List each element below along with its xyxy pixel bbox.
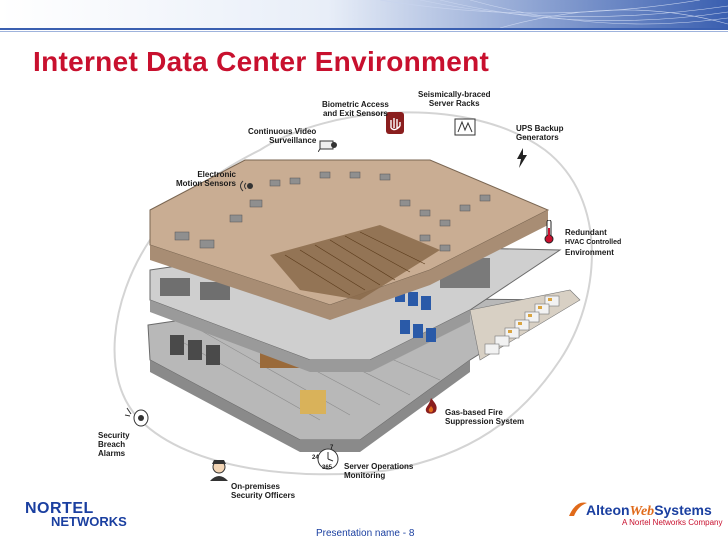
generator-row (469, 289, 581, 361)
label-server-monitoring: Server Operations Monitoring (344, 462, 414, 480)
fire-icon (425, 398, 437, 414)
handprint-icon (386, 112, 404, 134)
slide-title: Internet Data Center Environment (33, 46, 490, 77)
label-security-alarms: Security Breach Alarms (98, 431, 130, 458)
security-officer-icon (210, 460, 228, 481)
thermometer-icon (544, 220, 554, 244)
alteon-logo-tagline: A Nortel Networks Company (622, 518, 723, 527)
monitor-badge-24: 24 (312, 455, 319, 461)
label-motion-sensors: Electronic Motion Sensors (176, 170, 237, 188)
nortel-logo-line1: NORTEL (25, 500, 94, 517)
nortel-networks-logo: NORTEL NETWORKS (25, 500, 135, 530)
label-hvac-redundant: Redundant (565, 228, 607, 237)
label-ups-generators: UPS Backup Generators (516, 124, 564, 142)
label-security-officers: On-premises Security Officers (231, 482, 296, 500)
motion-sensor-icon (240, 180, 253, 192)
label-biometric-access: Biometric Access and Exit Sensors (322, 100, 389, 118)
monitor-badge-7: 7 (330, 445, 334, 451)
alteon-logo-name: AlteonWebSystems (586, 502, 712, 519)
label-fire-suppression: Gas-based Fire Suppression System (445, 408, 525, 426)
lightning-icon (517, 148, 527, 168)
roof-cutaway (270, 225, 440, 300)
server-rack-icon (454, 118, 476, 136)
label-video-surveillance: Continuous Video Surveillance (248, 127, 317, 145)
nortel-logo-line2: NETWORKS (51, 514, 127, 529)
environment-loop (113, 111, 593, 476)
alteon-swoosh-icon (569, 502, 587, 516)
clock-monitor-icon (317, 448, 339, 470)
label-seismic-racks: Seismically-braced Server Racks (418, 90, 491, 108)
monitor-badge-365: 365 (322, 465, 333, 471)
camera-icon (318, 140, 337, 152)
label-hvac-controlled: HVAC Controlled (565, 239, 622, 246)
label-hvac-environment: Environment (565, 248, 614, 257)
rooftop-units (174, 171, 491, 252)
alarm-bell-icon (124, 407, 149, 427)
slide-footer: Presentation name - 8 (316, 528, 415, 539)
top-decorative-band (0, 0, 728, 32)
alteon-websystems-logo: AlteonWebSystems A Nortel Networks Compa… (566, 498, 722, 532)
